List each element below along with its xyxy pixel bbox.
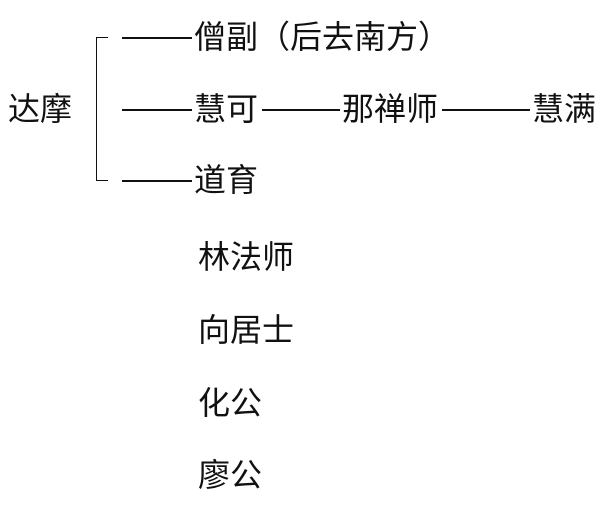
other-name-2: 向居士: [198, 311, 295, 349]
branch-1-label: 僧副（后去南方）: [194, 18, 451, 56]
connector-chain-1: [262, 109, 340, 111]
connector-chain-2: [442, 109, 530, 111]
branch-3-label: 道育: [194, 161, 259, 199]
chain-node-2: 慧满: [532, 90, 597, 128]
other-name-4: 廖公: [198, 456, 263, 494]
branch-bracket: [96, 37, 97, 181]
chain-node-1: 那禅师: [342, 90, 439, 128]
other-name-3: 化公: [198, 384, 263, 422]
other-name-1: 林法师: [198, 238, 295, 276]
connector-branch-2: [122, 109, 192, 111]
bracket-bottom-tick: [96, 180, 108, 181]
connector-branch-3: [122, 180, 192, 182]
connector-branch-1: [122, 37, 192, 39]
branch-2-label: 慧可: [194, 90, 259, 128]
root-node: 达摩: [8, 90, 73, 128]
bracket-top-tick: [96, 37, 108, 38]
